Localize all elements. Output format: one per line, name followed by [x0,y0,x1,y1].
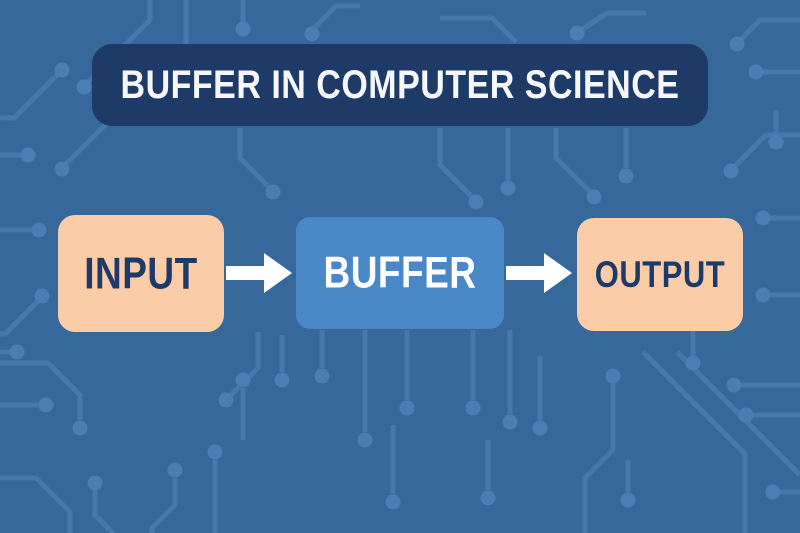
flow-node-output-label: OUTPUT [594,252,726,295]
page-title: BUFFER IN COMPUTER SCIENCE [120,61,680,107]
flow-node-buffer-label: BUFFER [323,247,477,297]
arrow-right-icon [506,253,572,293]
arrow-right-icon [226,253,292,293]
flow-node-output: OUTPUT [577,218,743,331]
flow-node-input-label: INPUT [84,248,198,298]
flow-node-input: INPUT [58,215,224,332]
title-banner: BUFFER IN COMPUTER SCIENCE [92,44,708,126]
flow-node-buffer: BUFFER [296,217,504,329]
